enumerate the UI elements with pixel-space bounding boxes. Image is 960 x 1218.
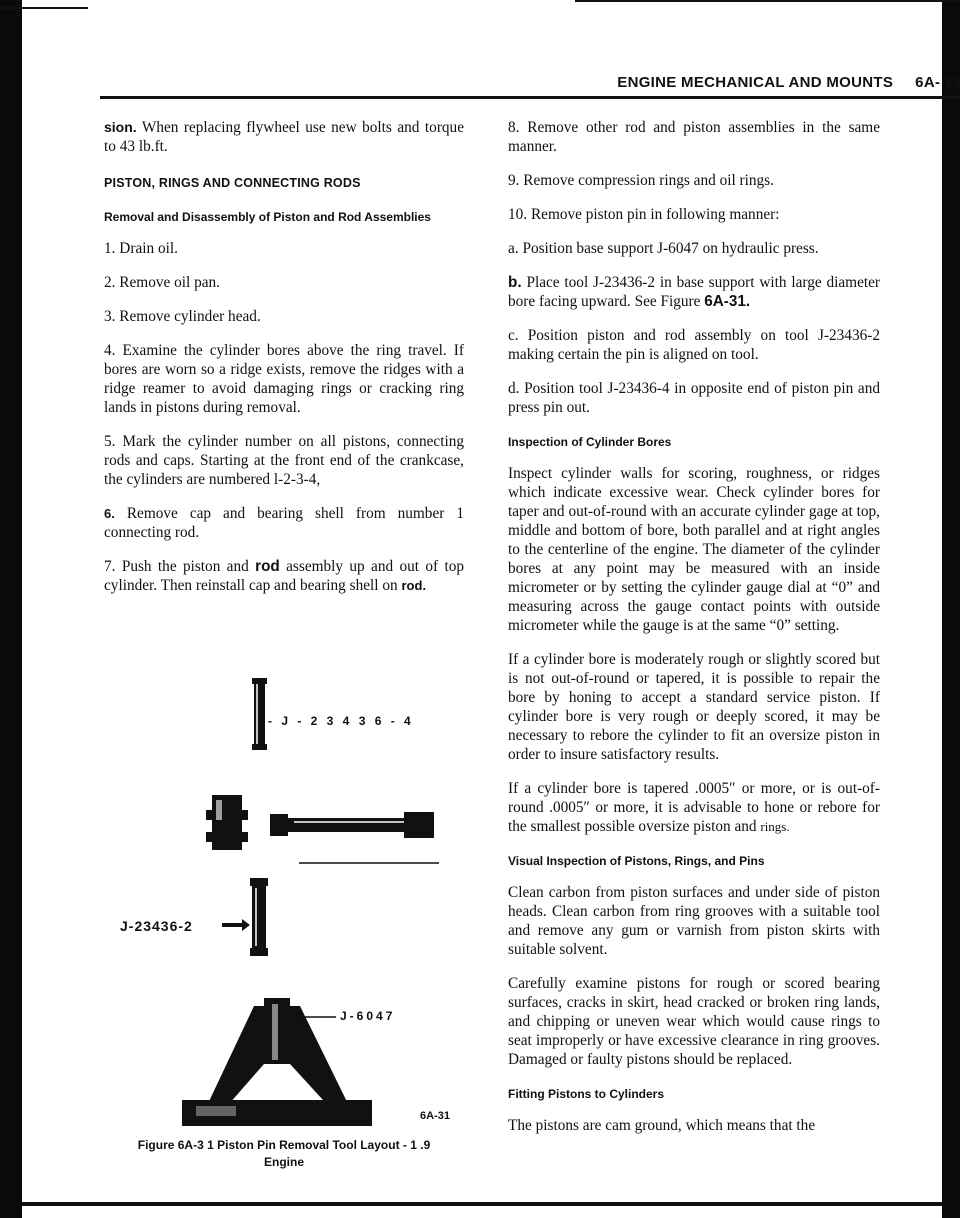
bottom-rule bbox=[22, 1202, 942, 1206]
step-7-bold: rod bbox=[255, 558, 280, 575]
subsection-title: Removal and Disassembly of Piston and Ro… bbox=[104, 210, 431, 224]
label-j-23436-4: - J - 2 3 4 3 6 - 4 bbox=[268, 714, 414, 728]
intro-lead: sion. bbox=[104, 119, 137, 135]
step-6-number: 6. bbox=[104, 506, 115, 521]
step-3: 3. Remove cylinder head. bbox=[104, 308, 261, 325]
left-column: sion. When replacing flywheel use new bo… bbox=[104, 118, 464, 610]
caption-line-2: Engine bbox=[263, 1155, 304, 1169]
fitting-paragraph-1: The pistons are cam ground, which means … bbox=[508, 1117, 816, 1134]
step-d: d. Position tool J-23436-4 in opposite e… bbox=[508, 380, 880, 416]
intro-text: When replacing flywheel use new bolts an… bbox=[104, 119, 464, 155]
figure-code: 6A-31 bbox=[420, 1110, 450, 1122]
step-b-figure-ref: 6A-31. bbox=[704, 293, 751, 310]
pin-pusher-tool bbox=[252, 678, 267, 750]
caption-line-1: Figure 6A-3 1 Piston Pin Removal Tool La… bbox=[137, 1138, 431, 1152]
tool-illustration bbox=[182, 678, 439, 1126]
step-2: 2. Remove oil pan. bbox=[104, 274, 220, 291]
base-support-tool bbox=[182, 998, 372, 1126]
page-number: 6A- 19 bbox=[915, 74, 960, 91]
step-b: b. Place tool J-23436-2 in base support … bbox=[508, 273, 880, 311]
step-1: 1. Drain oil. bbox=[104, 240, 178, 257]
header-title: ENGINE MECHANICAL AND MOUNTS bbox=[617, 74, 894, 91]
step-7: 7. Push the piston and rod assembly up a… bbox=[104, 557, 464, 595]
piston-pin-part bbox=[270, 812, 434, 838]
step-5: 5. Mark the cylinder number on all pisto… bbox=[104, 433, 464, 488]
step-4: 4. Examine the cylinder bores above the … bbox=[104, 342, 464, 416]
top-left-rule bbox=[0, 7, 88, 9]
support-tool bbox=[222, 878, 268, 956]
section-title: PISTON, RINGS AND CONNECTING RODS bbox=[104, 176, 361, 190]
inspection-p3-text: If a cylinder bore is tapered .0005″ or … bbox=[508, 780, 880, 835]
inspection-paragraph-1: Inspect cylinder walls for scoring, roug… bbox=[508, 465, 880, 634]
figure-piston-pin-tools: - J - 2 3 4 3 6 - 4 J-23436-2 J-6047 6A-… bbox=[104, 660, 474, 1180]
top-right-rule bbox=[575, 0, 960, 2]
step-a: a. Position base support J-6047 on hydra… bbox=[508, 240, 819, 257]
step-7-text-b: assembly up and out of top cylinder. The… bbox=[104, 558, 464, 594]
step-6-text: Remove cap and bearing shell from number… bbox=[104, 505, 464, 541]
step-b-text: Place tool J-23436-2 in base support wit… bbox=[508, 274, 880, 310]
step-6: 6. Remove cap and bearing shell from num… bbox=[104, 504, 464, 542]
right-black-border bbox=[942, 0, 960, 1218]
sleeve-part bbox=[206, 795, 248, 850]
fitting-title: Fitting Pistons to Cylinders bbox=[508, 1087, 665, 1101]
figure-caption: Figure 6A-3 1 Piston Pin Removal Tool La… bbox=[104, 1137, 464, 1171]
inspection-title: Inspection of Cylinder Bores bbox=[508, 435, 672, 449]
visual-paragraph-1: Clean carbon from piston surfaces and un… bbox=[508, 884, 880, 958]
left-black-border bbox=[0, 0, 22, 1218]
step-10: 10. Remove piston pin in following manne… bbox=[508, 206, 780, 223]
step-9: 9. Remove compression rings and oil ring… bbox=[508, 172, 774, 189]
step-8: 8. Remove other rod and piston assemblie… bbox=[508, 119, 880, 155]
step-7-text-a: 7. Push the piston and bbox=[104, 558, 256, 575]
header-rule bbox=[100, 96, 960, 99]
step-b-lead: b. bbox=[508, 274, 522, 291]
visual-inspection-title: Visual Inspection of Pistons, Rings, and… bbox=[508, 854, 765, 868]
inspection-p3-end: rings. bbox=[760, 819, 790, 834]
label-j-6047: J-6047 bbox=[340, 1009, 396, 1023]
right-column: 8. Remove other rod and piston assemblie… bbox=[508, 118, 880, 1150]
step-7-end: rod. bbox=[401, 578, 427, 593]
step-c: c. Position piston and rod assembly on t… bbox=[508, 327, 880, 363]
inspection-paragraph-2: If a cylinder bore is moderately rough o… bbox=[508, 651, 880, 763]
inspection-paragraph-3: If a cylinder bore is tapered .0005″ or … bbox=[508, 779, 880, 836]
intro-paragraph: sion. When replacing flywheel use new bo… bbox=[104, 118, 464, 156]
label-j-23436-2: J-23436-2 bbox=[120, 918, 193, 934]
visual-paragraph-2: Carefully examine pistons for rough or s… bbox=[508, 975, 880, 1068]
page-header: ENGINE MECHANICAL AND MOUNTS 6A- 19 bbox=[100, 74, 960, 98]
